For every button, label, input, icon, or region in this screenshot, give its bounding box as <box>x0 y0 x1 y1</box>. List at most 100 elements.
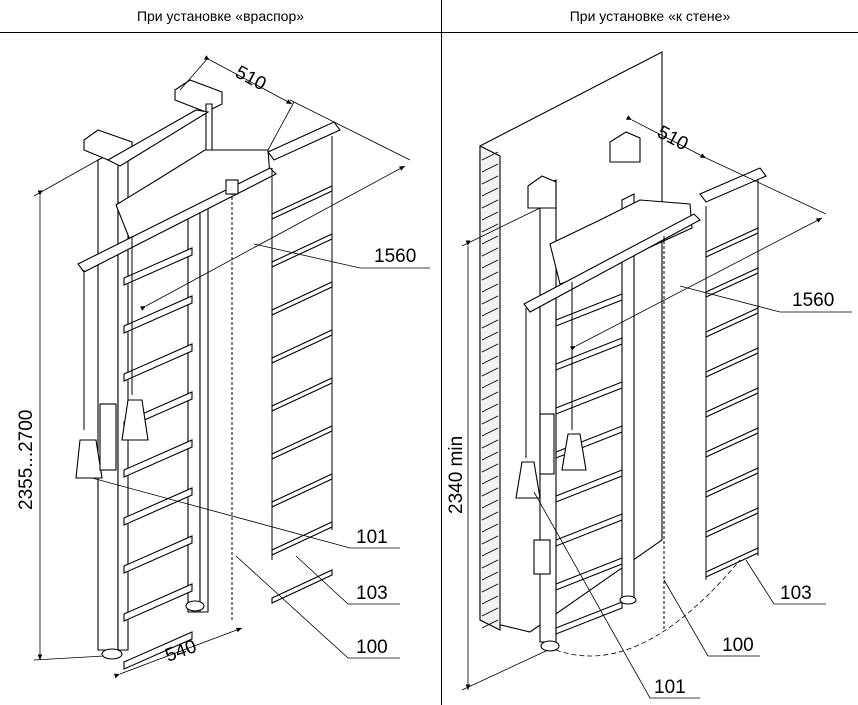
right-ladder-rung <box>705 307 759 338</box>
wall-hatch-line <box>481 271 499 281</box>
right-callout-103-leader <box>745 559 826 605</box>
left-ladder-rung <box>271 569 333 604</box>
wall-hatch-line <box>481 403 499 413</box>
wall-hatch-line <box>481 355 499 365</box>
left-top-width-dim-line <box>203 55 293 105</box>
wall-hatch-line <box>481 175 499 185</box>
wall-hatch-line <box>481 199 499 209</box>
left-side-plate <box>99 403 117 471</box>
wall-hatch-line <box>481 235 499 245</box>
right-lower-plate <box>533 539 551 575</box>
right-side-plate <box>539 413 555 475</box>
right-wall-bracket-1 <box>527 175 557 209</box>
left-wall-bars <box>75 79 341 670</box>
wall-hatch-line <box>481 607 499 617</box>
left-callout-100-leader <box>235 555 400 659</box>
right-callout-1560: 1560 <box>792 290 834 311</box>
right-ladder-rung <box>705 467 759 498</box>
wall-hatch-line <box>481 547 499 557</box>
right-depth-dim-line <box>569 217 823 351</box>
left-rung <box>123 439 193 478</box>
left-top-cap-2 <box>174 79 223 113</box>
left-depth-dim-line <box>139 165 406 311</box>
left-ladder-rung <box>271 329 333 364</box>
wall-hatch-line <box>481 391 499 401</box>
left-rungs <box>123 247 193 670</box>
wall-hatch-line <box>481 259 499 269</box>
right-rung <box>555 557 623 591</box>
left-rung <box>123 295 193 334</box>
wall-hatch-line <box>481 151 499 161</box>
left-callout-101-leader <box>91 477 400 549</box>
left-height-label: 2355...2700 <box>16 410 37 510</box>
right-rung <box>555 513 623 547</box>
right-ladder-top-bar <box>699 167 767 203</box>
right-callout-100-leader <box>663 579 760 657</box>
right-foot-2 <box>619 595 637 605</box>
wall-hatch-line <box>481 163 499 173</box>
left-ring-1 <box>75 439 103 479</box>
wall-hatch-line <box>481 499 499 509</box>
left-bottom-width-dim-line <box>113 627 243 679</box>
right-rungs <box>555 293 623 635</box>
right-ladder-rung <box>705 507 759 538</box>
wall-hatch-line <box>481 463 499 473</box>
right-ladder-rung <box>705 547 759 578</box>
wall-hatch-line <box>481 187 499 197</box>
wall-hatch-line <box>481 571 499 581</box>
wall-hatch-line <box>481 331 499 341</box>
wall-hatch-line <box>481 343 499 353</box>
wall-hatch-line <box>481 307 499 317</box>
wall-hatch-line <box>481 619 499 629</box>
right-ladder-rung <box>705 347 759 378</box>
left-callout-101: 101 <box>356 527 388 548</box>
right-ladder-rungs <box>705 227 759 578</box>
right-callout-101-leader <box>533 491 700 699</box>
left-ring-2 <box>121 399 149 441</box>
right-foot-1 <box>540 640 560 652</box>
left-bottom-width-label: 540 <box>163 636 200 667</box>
right-top-width-dim-line <box>625 115 707 159</box>
left-top-width-label: 510 <box>232 62 270 95</box>
left-foot-1 <box>101 648 123 660</box>
wall-hatch-line <box>481 211 499 221</box>
left-ladder-rung <box>271 473 333 508</box>
right-ladder-rung <box>705 267 759 298</box>
wall-hatch-line <box>481 475 499 485</box>
wall-hatch-line <box>481 319 499 329</box>
wall-hatch-line <box>481 283 499 293</box>
left-callout-103-leader <box>295 555 400 605</box>
header-left: При установке «враспор» <box>0 0 441 33</box>
left-foot-2 <box>185 600 205 612</box>
left-callout-103: 103 <box>356 583 388 604</box>
wall-hatch-line <box>481 583 499 593</box>
right-ladder-rung <box>705 227 759 258</box>
wall-hatch-line <box>481 559 499 569</box>
left-rear-upright <box>187 171 201 613</box>
left-rung <box>123 343 193 382</box>
right-callout-103: 103 <box>780 583 812 604</box>
left-rung <box>123 583 193 622</box>
header-right: При установке «к стене» <box>442 0 858 33</box>
wall-hatch-line <box>481 439 499 449</box>
right-callout-101: 101 <box>654 677 686 698</box>
right-wall-edge <box>479 145 501 631</box>
wall-hatch-line <box>481 511 499 521</box>
right-rung <box>555 469 623 503</box>
right-wall-bars <box>479 51 767 657</box>
wall-hatch-line <box>481 247 499 257</box>
wall-hatch-line <box>481 523 499 533</box>
wall-hatch-line <box>481 415 499 425</box>
wall-hatch-line <box>481 295 499 305</box>
wall-hatch-line <box>481 535 499 545</box>
left-callout-1560: 1560 <box>374 246 416 267</box>
right-height-label: 2340 min <box>446 436 467 514</box>
right-callout-100: 100 <box>722 635 754 656</box>
left-rung <box>123 487 193 526</box>
right-callout-1560-leader <box>679 285 852 313</box>
wall-hatch-line <box>481 451 499 461</box>
left-depth-dim-ext <box>289 99 411 161</box>
left-ladder-rung <box>271 281 333 316</box>
wall-hatch-line <box>481 427 499 437</box>
